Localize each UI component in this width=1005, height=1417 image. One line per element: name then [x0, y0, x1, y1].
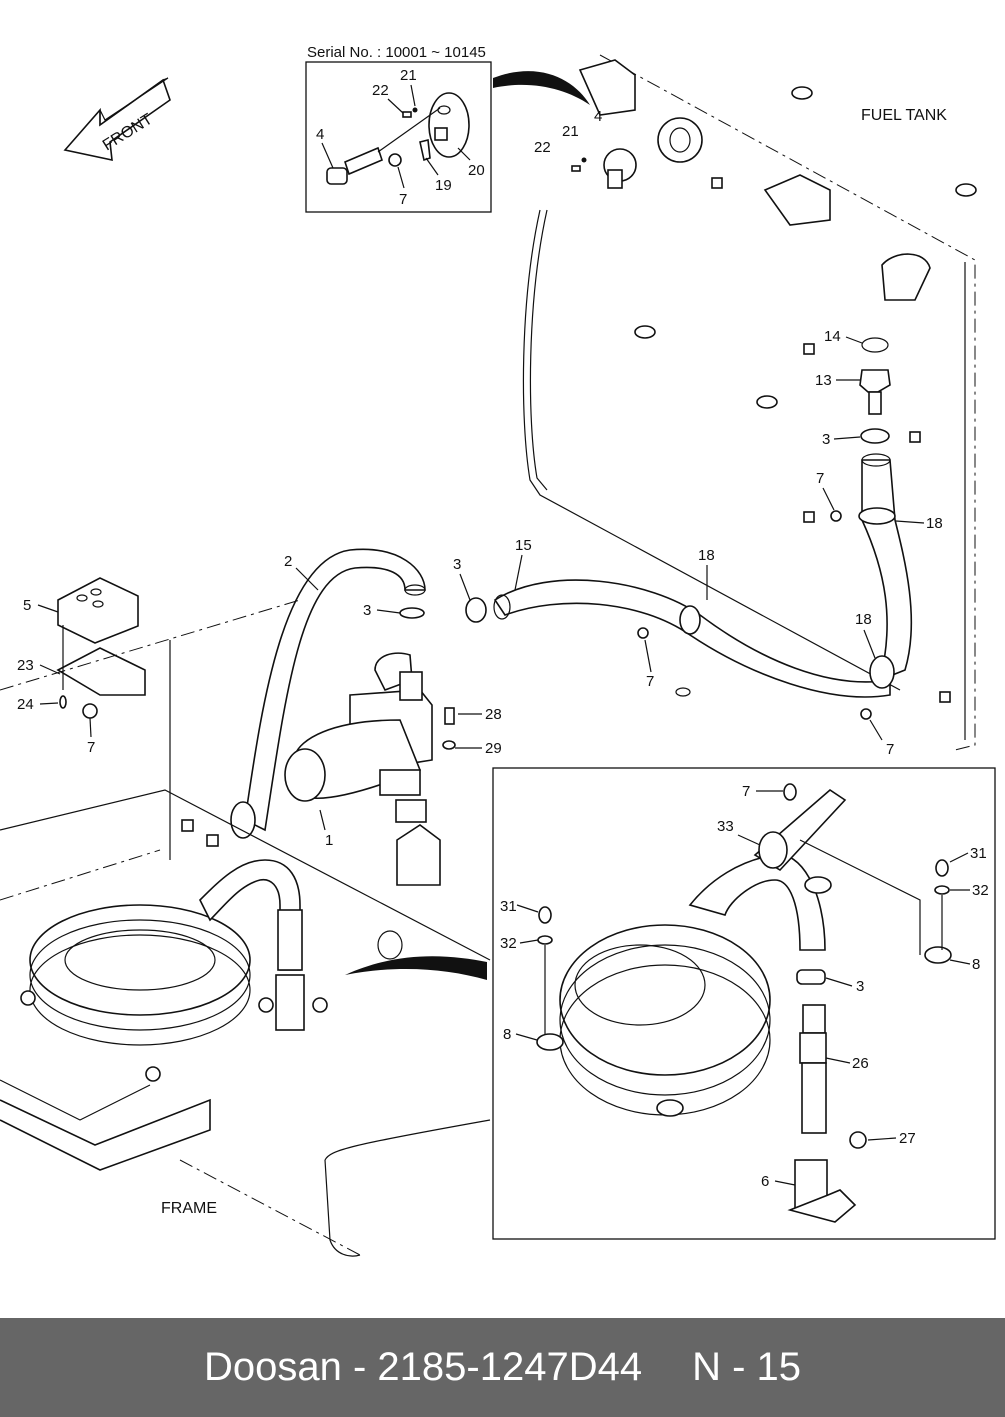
callout-21: 21: [562, 123, 579, 140]
callout-6: 6: [761, 1173, 769, 1190]
serial-number-label: Serial No. : 10001 ~ 10145: [307, 44, 486, 61]
callout-15: 15: [515, 537, 532, 554]
footer-brand: Doosan: [203, 1345, 342, 1389]
left-callouts: 2 3 3 5 23 24 7 28 29 1: [17, 553, 502, 849]
callout-2: 2: [284, 553, 292, 570]
callout-7: 7: [87, 739, 95, 756]
callout-8: 8: [972, 956, 980, 973]
pump-assembly: [56, 548, 487, 886]
callout-27: 27: [899, 1130, 916, 1147]
detail-callouts: 7 33 31 32 31 32 8 8 3 26 27 6: [500, 783, 989, 1190]
callout-18: 18: [855, 611, 872, 628]
frame-assembly: FRAME: [0, 599, 491, 1257]
callout-3: 3: [453, 556, 461, 573]
callout-20: 20: [468, 162, 485, 179]
callout-28: 28: [485, 706, 502, 723]
callout-19: 19: [435, 177, 452, 194]
serial-inset: Serial No. : 10001 ~ 10145 21 22 4 7 19 …: [305, 44, 492, 213]
callout-7: 7: [886, 741, 894, 758]
fuel-tank-label: FUEL TANK: [861, 107, 947, 124]
callout-29: 29: [485, 740, 502, 757]
callout-7: 7: [399, 191, 407, 208]
detail-pointer-top: [493, 71, 590, 105]
callout-3: 3: [856, 978, 864, 995]
callout-18: 18: [926, 515, 943, 532]
parts-diagram: FRONT Serial No. : 10001 ~ 10145 21 22 4…: [0, 44, 996, 1257]
callout-33: 33: [717, 818, 734, 835]
callout-32: 32: [972, 882, 989, 899]
callout-18: 18: [698, 547, 715, 564]
frame-label: FRAME: [161, 1200, 217, 1217]
callout-4: 4: [594, 108, 602, 125]
callout-22: 22: [534, 139, 551, 156]
callout-21: 21: [400, 67, 417, 84]
fuel-tank: FUEL TANK: [493, 54, 977, 751]
footer-separator: -: [352, 1345, 367, 1389]
callout-4: 4: [316, 126, 324, 143]
callout-5: 5: [23, 597, 31, 614]
detail-inset: [492, 767, 996, 1240]
front-arrow-icon: FRONT: [63, 77, 171, 162]
callout-32: 32: [500, 935, 517, 952]
footer-part-number: 2185-1247D44: [377, 1345, 643, 1389]
callout-31: 31: [970, 845, 987, 862]
callout-1: 1: [325, 832, 333, 849]
callout-13: 13: [815, 372, 832, 389]
main-callouts: 22 21 4 14 13 3 7 18 15 18 18 7 7: [514, 108, 943, 758]
callout-26: 26: [852, 1055, 869, 1072]
callout-3: 3: [363, 602, 371, 619]
callout-7: 7: [816, 470, 824, 487]
callout-23: 23: [17, 657, 34, 674]
footer-page-number: N - 15: [692, 1345, 802, 1389]
callout-14: 14: [824, 328, 841, 345]
callout-31: 31: [500, 898, 517, 915]
callout-22: 22: [372, 82, 389, 99]
detail-pointer-bottom: [345, 956, 487, 980]
callout-24: 24: [17, 696, 34, 713]
footer-bar: Doosan - 2185-1247D44 N - 15: [0, 1318, 1005, 1417]
callout-7: 7: [646, 673, 654, 690]
callout-3: 3: [822, 431, 830, 448]
callout-8: 8: [503, 1026, 511, 1043]
callout-7: 7: [742, 783, 750, 800]
